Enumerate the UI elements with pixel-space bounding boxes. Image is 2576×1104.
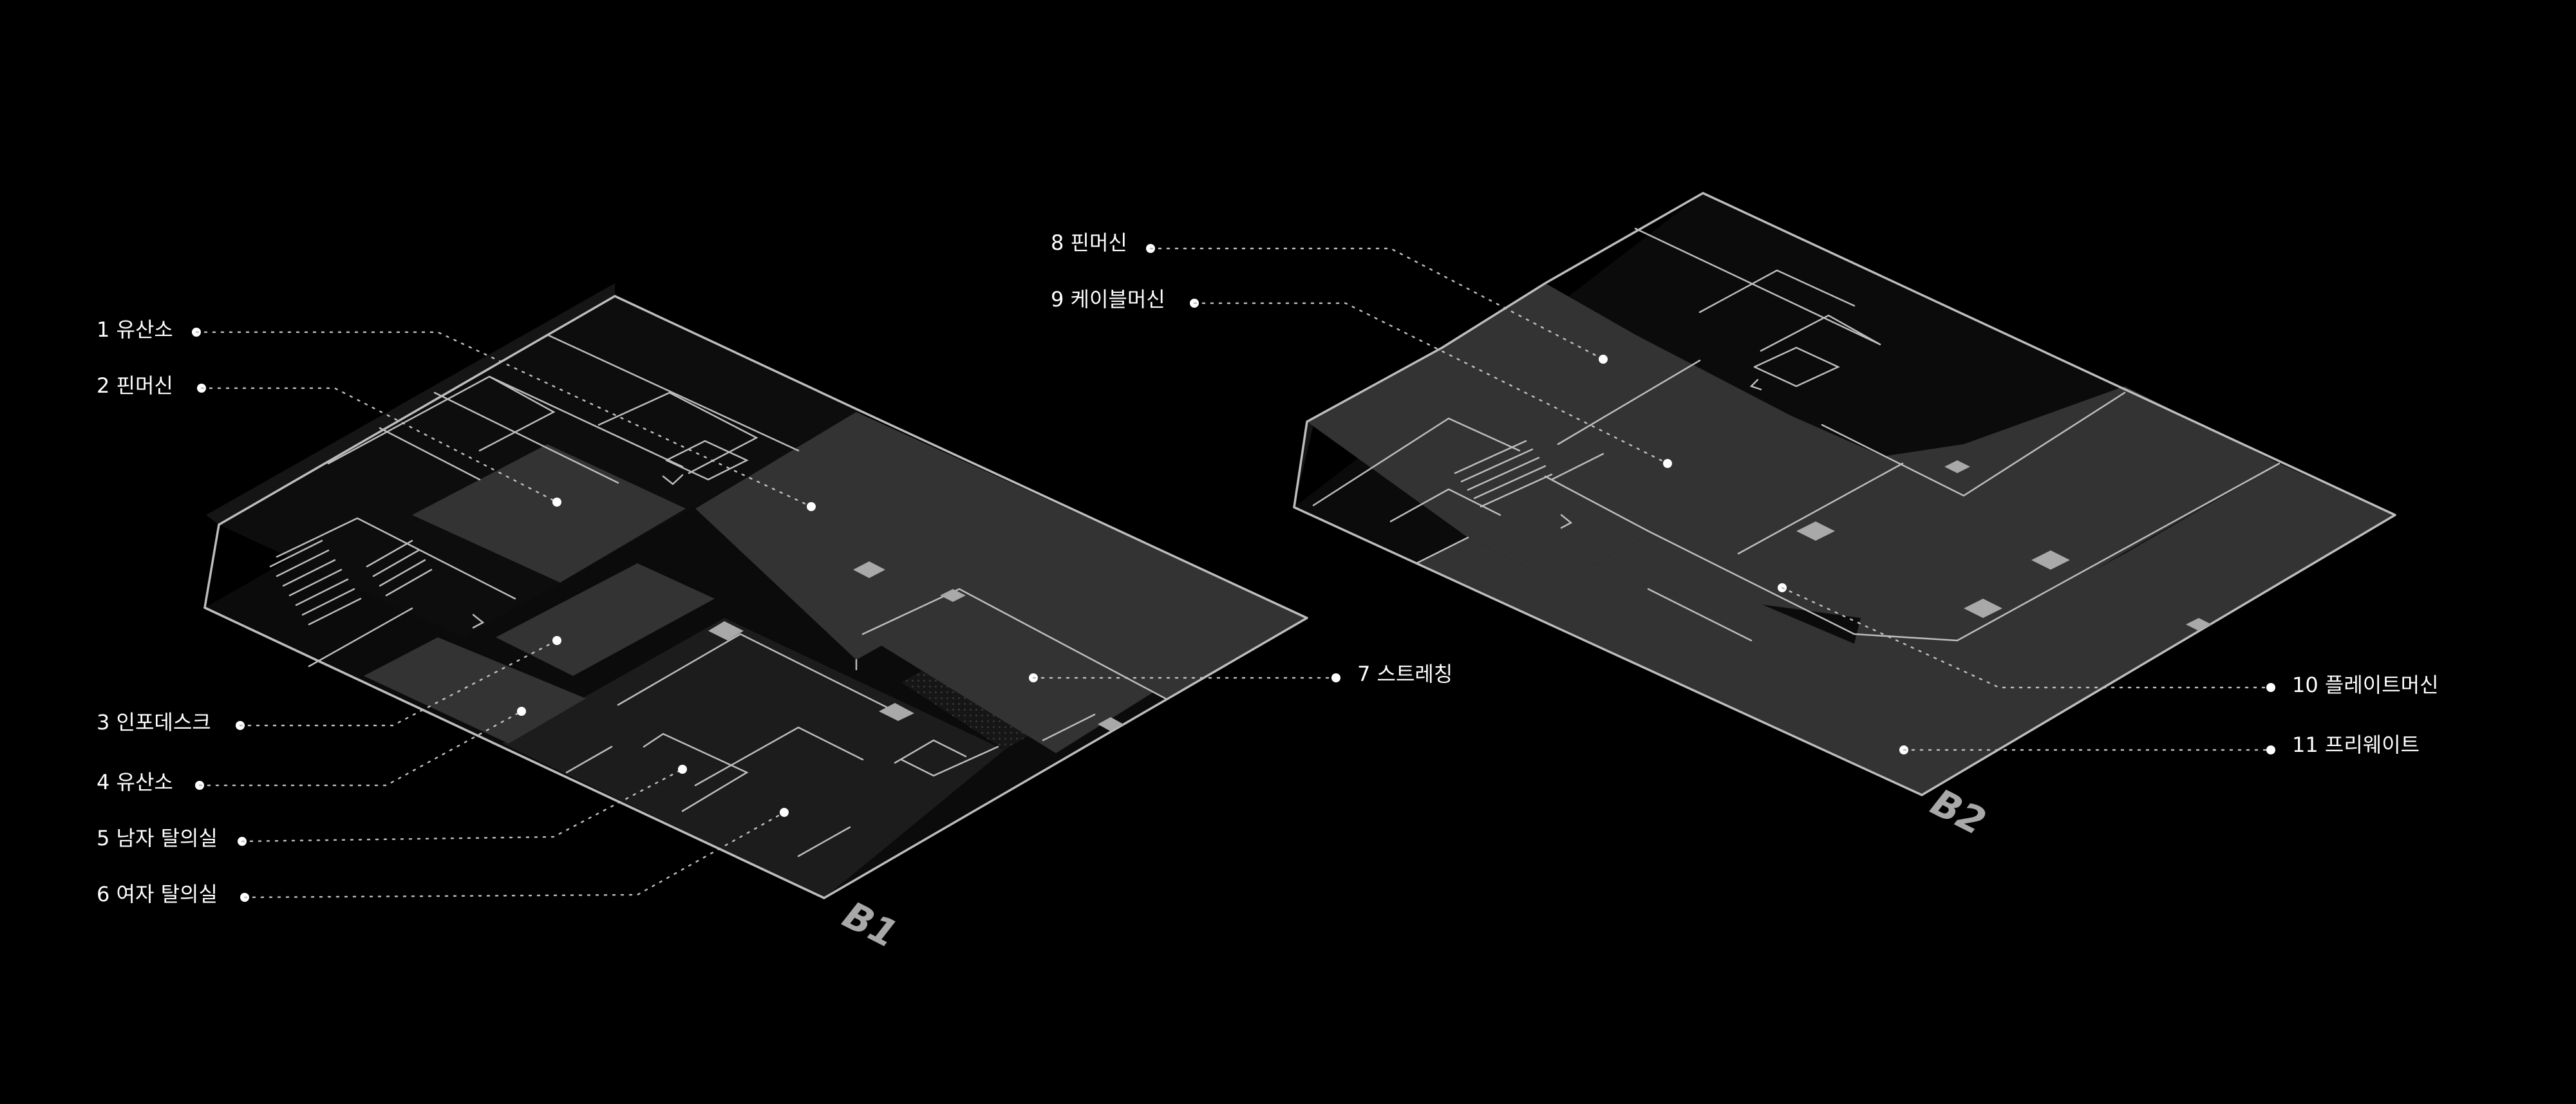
b1-entry-arrow-2 [472,613,485,629]
b2-wall-i [1544,462,2280,642]
b2-floor-label: B2 [1924,780,1993,844]
b1-zone-stretching-lower [863,589,1159,753]
b2-column-1 [1796,521,1835,541]
b2-column-5 [2186,618,2212,631]
label-3-info-desk[interactable]: 3 인포데스크 [97,636,561,734]
b1-wall-o [900,745,999,777]
b1-wall-q [565,745,613,774]
b1-wall-j [617,633,890,709]
b2-wall-d [1753,346,1840,388]
b2-zone-plate [1597,386,2279,647]
floor-b2: B2 [1293,192,2396,844]
svg-text:6 여자 탈의실: 6 여자 탈의실 [97,882,218,906]
b1-column-5 [1098,717,1123,731]
b1-wall-c [433,391,619,484]
b2-entry-arrow [1560,514,1573,529]
label-7-stretching[interactable]: 7 스트레칭 [1029,662,1453,686]
label-10-plate-machine[interactable]: 10 플레이트머신 [1778,583,2439,697]
b2-wall-g [1737,462,1904,555]
floor-b1: B1 [203,283,1308,957]
b2-wall-c [1760,314,1881,352]
label-1-cardio[interactable]: 1 유산소 [97,317,816,511]
b1-wall-n [894,739,967,764]
label-11-free-weight[interactable]: 11 프리웨이트 [1899,733,2420,757]
b1-locker-area [502,618,1004,898]
svg-text:9 케이블머신: 9 케이블머신 [1051,287,1165,312]
b1-wall-l [861,588,1167,700]
b1-wall-h [276,517,516,600]
b1-zone-cardio [496,563,715,676]
b2-wall-j [1415,536,1469,565]
svg-text:2 핀머신: 2 핀머신 [97,373,173,398]
b2-wall-a [1634,227,1881,346]
b2-column-3 [2031,550,2070,570]
label-4-cardio[interactable]: 4 유산소 [97,707,526,794]
b2-wall-f [1557,359,1701,445]
svg-text:11 프리웨이트: 11 프리웨이트 [2292,733,2420,757]
svg-text:10 플레이트머신: 10 플레이트머신 [2292,673,2439,697]
b1-wall-p [797,826,851,857]
b2-wall-k [1550,453,1604,481]
svg-text:4 유산소: 4 유산소 [97,770,173,794]
b2-column-2 [1964,599,2002,618]
b1-wall-m [694,726,864,787]
b2-entry-arrow-2 [1749,379,1762,391]
b1-wall-b [546,333,800,452]
b1-wall-d [379,427,481,481]
b2-stairs [1454,440,1553,508]
b2-wall-m [1647,588,1753,642]
b2-wall-e [1821,391,2126,497]
svg-text:8 핀머신: 8 핀머신 [1051,230,1127,255]
svg-text:7 스트레칭: 7 스트레칭 [1357,662,1453,686]
b1-stairs [269,539,433,626]
b1-column-4 [879,703,914,721]
label-9-cable-machine[interactable]: 9 케이블머신 [1051,287,1672,468]
label-5-mens-locker[interactable]: 5 남자 탈의실 [97,765,687,850]
b1-entry-arrow [662,474,684,485]
b2-outer-wall [1293,192,2396,796]
b1-wall-f [665,440,749,481]
b2-zone-freeweight [1416,463,2395,795]
b2-wall-b [1698,269,1856,313]
b1-wall-g [478,375,556,452]
b2-wall-l [1312,417,1521,507]
svg-text:3 인포데스크: 3 인포데스크 [97,710,211,734]
label-6-womens-locker[interactable]: 6 여자 탈의실 [97,808,789,906]
b1-zone-stretching [695,412,1307,698]
b1-side-wall [206,283,615,525]
b1-column-2 [940,589,966,602]
b1-wall-s [1042,713,1096,742]
b1-zone-infodesk [364,637,586,744]
b1-column-3 [708,621,744,641]
b1-wall-k [643,733,749,812]
label-8-pin-machine[interactable]: 8 핀머신 [1051,230,1608,364]
svg-text:5 남자 탈의실: 5 남자 탈의실 [97,826,218,850]
b1-wall-e [597,391,758,474]
label-2-pin-machine[interactable]: 2 핀머신 [97,373,561,507]
b1-floor-label: B1 [836,893,905,957]
b1-wall-i [308,607,413,668]
b1-zone-pin-machine [412,444,686,583]
b1-column-1 [853,561,885,578]
map-legend: 1 유산소 2 핀머신 3 인포데스크 4 유산소 5 남자 탈 [97,230,2439,906]
b2-zone-pin [1500,283,1899,547]
b1-front-edge [203,606,825,899]
svg-text:1 유산소: 1 유산소 [97,317,173,342]
b2-column-4 [1944,460,1970,473]
